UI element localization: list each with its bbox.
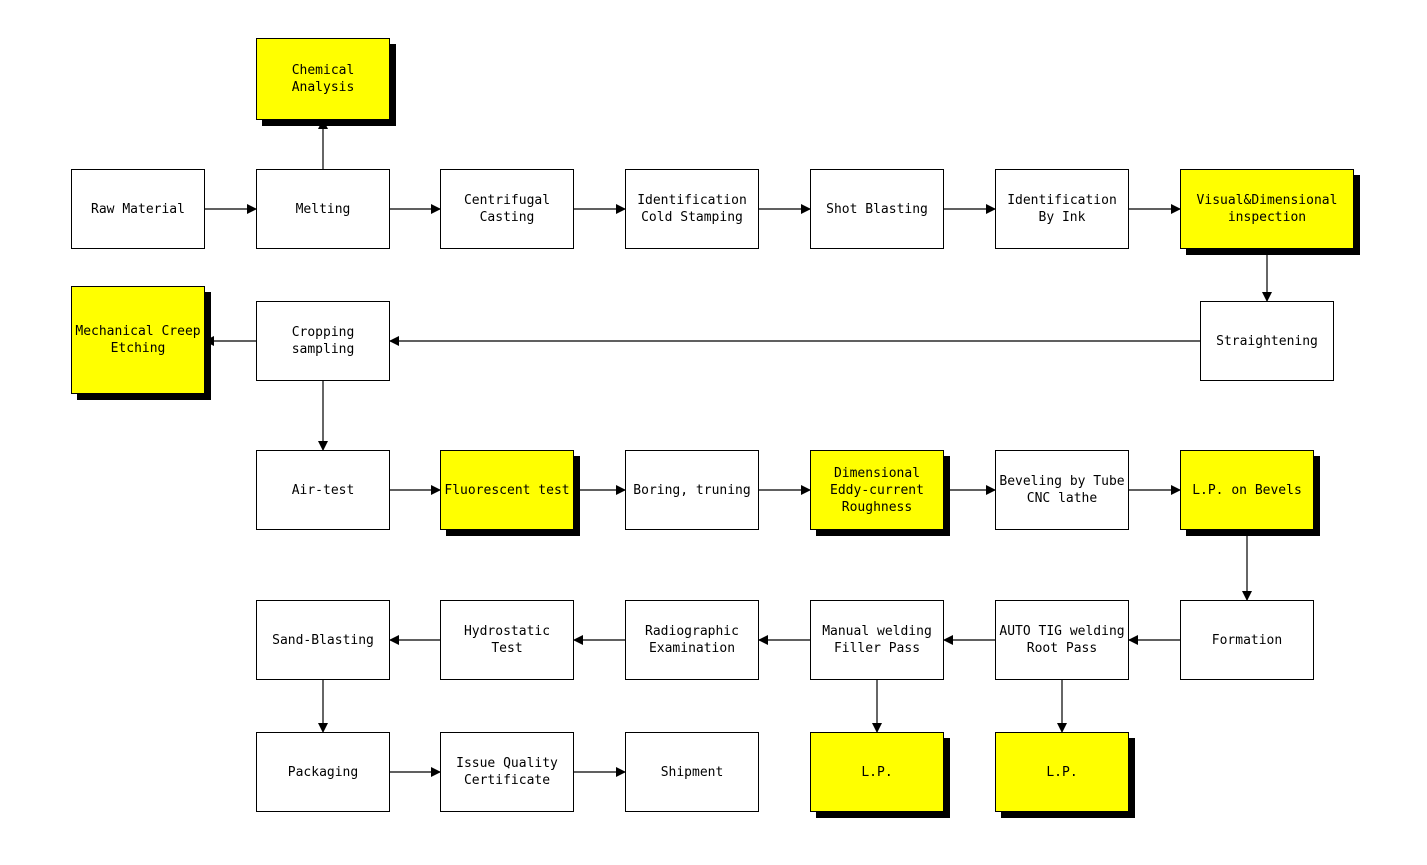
- step-cropping-sampling: Cropping sampling: [256, 301, 390, 381]
- step-issue-quality-certificate: Issue Quality Certificate: [440, 732, 574, 812]
- step-mechanical-creep-etching: Mechanical Creep Etching: [71, 286, 205, 394]
- step-radiographic-examination: Radiographic Examination: [625, 600, 759, 680]
- step-lp-on-bevels: L.P. on Bevels: [1180, 450, 1314, 530]
- step-fluorescent-test: Fluorescent test: [440, 450, 574, 530]
- step-raw-material: Raw Material: [71, 169, 205, 249]
- step-shot-blasting: Shot Blasting: [810, 169, 944, 249]
- step-packaging: Packaging: [256, 732, 390, 812]
- step-auto-tig-root: AUTO TIG welding Root Pass: [995, 600, 1129, 680]
- step-lp-root: L.P.: [995, 732, 1129, 812]
- step-shipment: Shipment: [625, 732, 759, 812]
- step-lp-filler: L.P.: [810, 732, 944, 812]
- step-straightening: Straightening: [1200, 301, 1334, 381]
- step-boring-truning: Boring, truning: [625, 450, 759, 530]
- step-air-test: Air-test: [256, 450, 390, 530]
- step-melting: Melting: [256, 169, 390, 249]
- step-sand-blasting: Sand-Blasting: [256, 600, 390, 680]
- step-visual-dimensional-inspection: Visual&Dimensional inspection: [1180, 169, 1354, 249]
- step-formation: Formation: [1180, 600, 1314, 680]
- step-identification-by-ink: Identification By Ink: [995, 169, 1129, 249]
- step-identification-cold-stamping: Identification Cold Stamping: [625, 169, 759, 249]
- step-manual-welding-filler: Manual welding Filler Pass: [810, 600, 944, 680]
- step-centrifugal-casting: Centrifugal Casting: [440, 169, 574, 249]
- step-beveling-cnc: Beveling by Tube CNC lathe: [995, 450, 1129, 530]
- step-dimensional-eddy-roughness: Dimensional Eddy-current Roughness: [810, 450, 944, 530]
- step-hydrostatic-test: Hydrostatic Test: [440, 600, 574, 680]
- step-chemical-analysis: Chemical Analysis: [256, 38, 390, 120]
